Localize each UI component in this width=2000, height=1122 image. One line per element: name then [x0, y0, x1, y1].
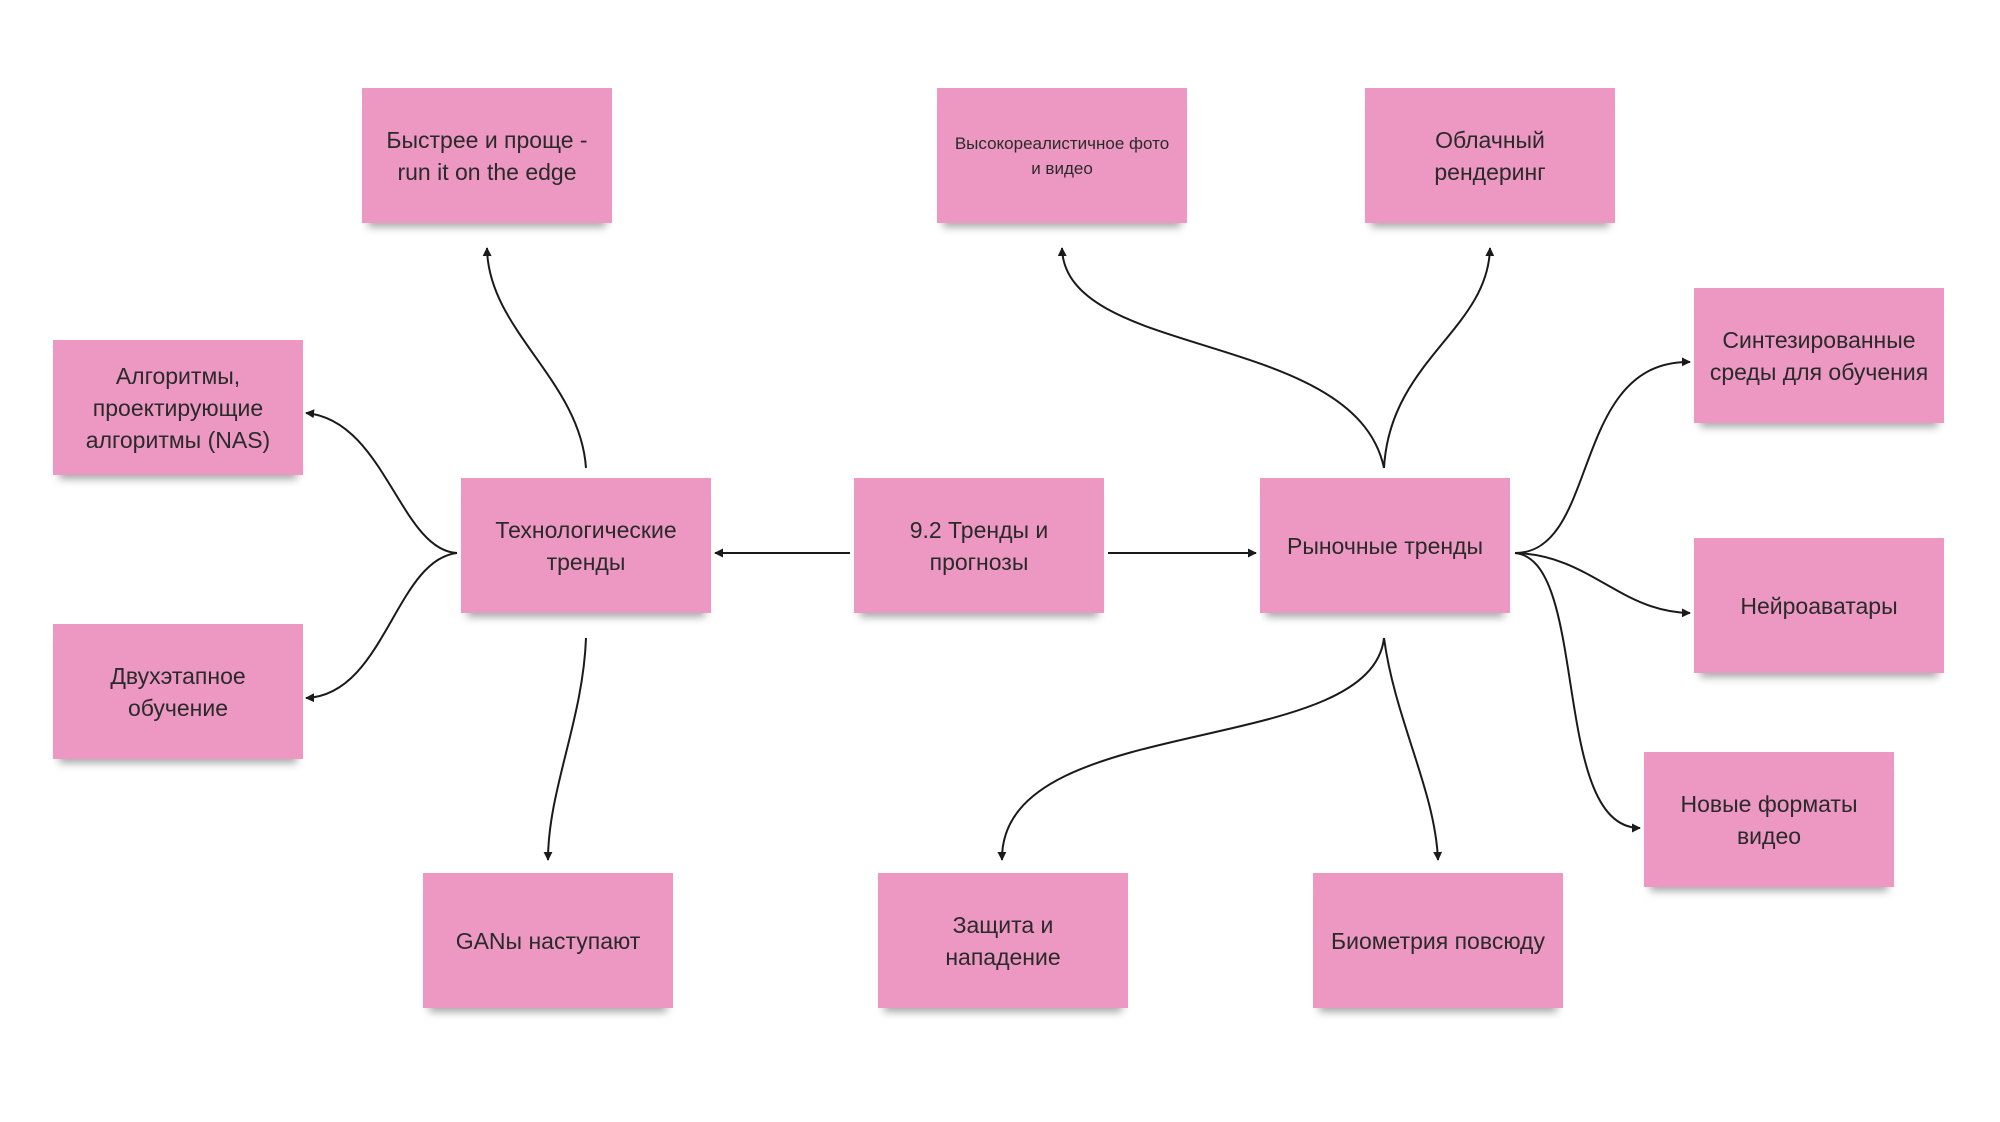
arrow-tech-to-nas	[305, 409, 458, 554]
cloud-rendering-text: Облачный рендеринг	[1434, 126, 1546, 185]
arrow-market-to-biometrics	[1383, 637, 1443, 861]
gans-text: GANы наступают	[455, 927, 641, 954]
market-trends-text: Рыночные тренды	[1286, 532, 1484, 559]
gans-note[interactable]: GANы наступают	[423, 873, 673, 1008]
video-formats-note[interactable]: Новые форматы видео	[1644, 752, 1894, 887]
edge-text: Быстрее и проще - run it on the edge	[386, 126, 588, 185]
biometrics-note[interactable]: Биометрия повсюду	[1313, 873, 1563, 1008]
arrow-tech-to-edge	[482, 247, 587, 469]
edge-note[interactable]: Быстрее и проще - run it on the edge	[362, 88, 612, 223]
defense-note[interactable]: Защита и нападение	[878, 873, 1128, 1008]
arrow-market-to-defense	[997, 637, 1385, 861]
nas-text: Алгоритмы, проектирующие алгоритмы (NAS)	[85, 362, 271, 453]
market-trends-note[interactable]: Рыночные тренды	[1260, 478, 1510, 613]
arrow-market-to-video-formats	[1514, 552, 1641, 833]
neuro-avatars-text: Нейроаватары	[1740, 592, 1898, 619]
arrow-market-to-avatars	[1514, 552, 1691, 618]
tech-trends-text: Технологические тренды	[495, 516, 677, 575]
arrow-tech-to-two-stage	[305, 552, 458, 703]
center-topic-note[interactable]: 9.2 Тренды и прогнозы	[854, 478, 1104, 613]
arrow-market-to-cloud	[1383, 247, 1495, 469]
synthetic-envs-note[interactable]: Синтезированные среды для обучения	[1694, 288, 1944, 423]
tech-trends-note[interactable]: Технологические тренды	[461, 478, 711, 613]
two-stage-note[interactable]: Двухэтапное обучение	[53, 624, 303, 759]
photoreal-note[interactable]: Высокореалистичное фото и видео	[937, 88, 1187, 223]
synthetic-envs-text: Синтезированные среды для обучения	[1709, 326, 1929, 385]
arrow-market-to-synthetic	[1514, 357, 1691, 554]
arrow-tech-to-gans	[543, 637, 587, 861]
defense-text: Защита и нападение	[945, 911, 1061, 970]
biometrics-text: Биометрия повсюду	[1331, 927, 1545, 954]
two-stage-text: Двухэтапное обучение	[110, 662, 246, 721]
arrow-market-to-photoreal	[1057, 247, 1385, 469]
video-formats-text: Новые форматы видео	[1680, 790, 1858, 849]
cloud-rendering-note[interactable]: Облачный рендеринг	[1365, 88, 1615, 223]
nas-note[interactable]: Алгоритмы, проектирующие алгоритмы (NAS)	[53, 340, 303, 475]
center-topic-text: 9.2 Тренды и прогнозы	[909, 516, 1049, 575]
neuro-avatars-note[interactable]: Нейроаватары	[1694, 538, 1944, 673]
photoreal-text: Высокореалистичное фото и видео	[954, 133, 1170, 178]
